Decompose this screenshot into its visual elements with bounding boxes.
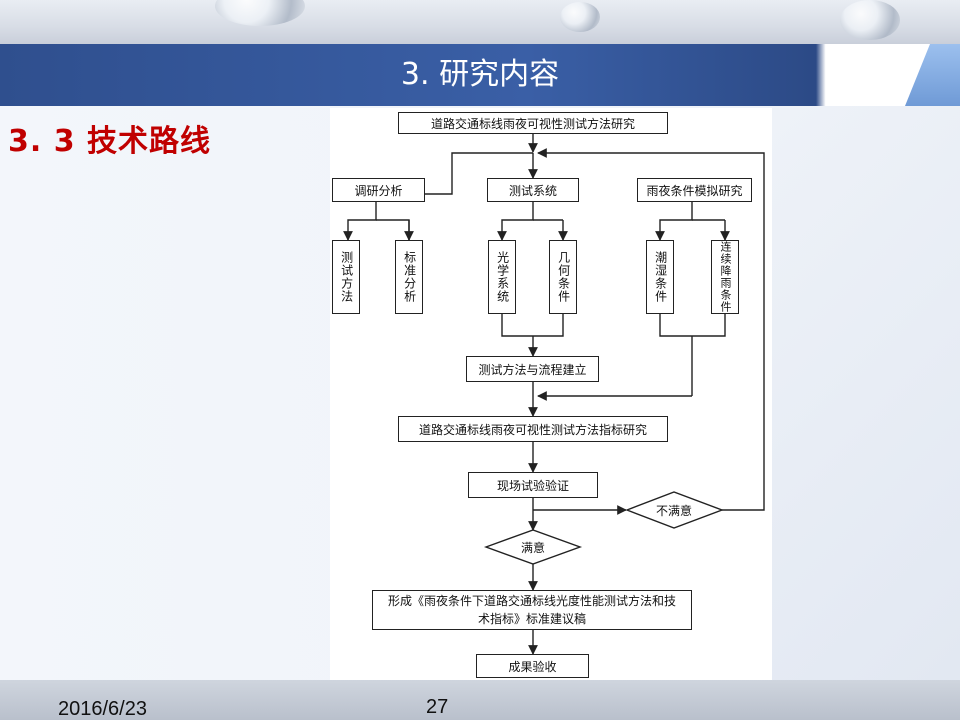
unsatisfied-diamond <box>625 491 724 529</box>
section-heading: 3. 3 技术路线 <box>8 124 212 159</box>
verify-node: 现场试验验证 <box>468 472 598 498</box>
branch-research-node: 调研分析 <box>332 178 425 202</box>
leaf-test-method: 测试方法 <box>332 240 360 314</box>
leaf-geometry: 几何条件 <box>549 240 577 314</box>
branch-rain-node: 雨夜条件模拟研究 <box>637 178 752 202</box>
title-band <box>0 44 930 106</box>
process-node: 测试方法与流程建立 <box>466 356 599 382</box>
decorative-panel <box>770 106 960 680</box>
flowchart: 道路交通标线雨夜可视性测试方法研究 调研分析 测试系统 雨夜条件模拟研究 测试方… <box>330 108 772 680</box>
slide-title: 3. 研究内容 <box>400 57 560 92</box>
top-node: 道路交通标线雨夜可视性测试方法研究 <box>398 112 668 134</box>
page-number: 27 <box>426 696 449 718</box>
unsatisfied-label: 不满意 <box>655 504 692 518</box>
top-decorative-strip <box>0 0 960 44</box>
water-drop-decoration <box>840 0 900 40</box>
leaf-wet-condition: 潮湿条件 <box>646 240 674 314</box>
branch-system-node: 测试系统 <box>487 178 579 202</box>
satisfied-label: 满意 <box>520 541 545 555</box>
standard-node: 形成《雨夜条件下道路交通标线光度性能测试方法和技术指标》标准建议稿 <box>372 590 692 630</box>
satisfied-diamond <box>483 529 583 565</box>
leaf-standard-analysis: 标准分析 <box>395 240 423 314</box>
slide-date: 2016/6/23 <box>58 698 147 720</box>
flowchart-connectors <box>343 134 765 655</box>
water-drop-decoration <box>560 2 600 32</box>
result-node: 成果验收 <box>476 654 589 678</box>
index-node: 道路交通标线雨夜可视性测试方法指标研究 <box>398 416 668 442</box>
leaf-optical-system: 光学系统 <box>488 240 516 314</box>
footer-bar <box>0 680 960 720</box>
leaf-continuous-rain: 连续降雨条件 <box>711 240 739 314</box>
